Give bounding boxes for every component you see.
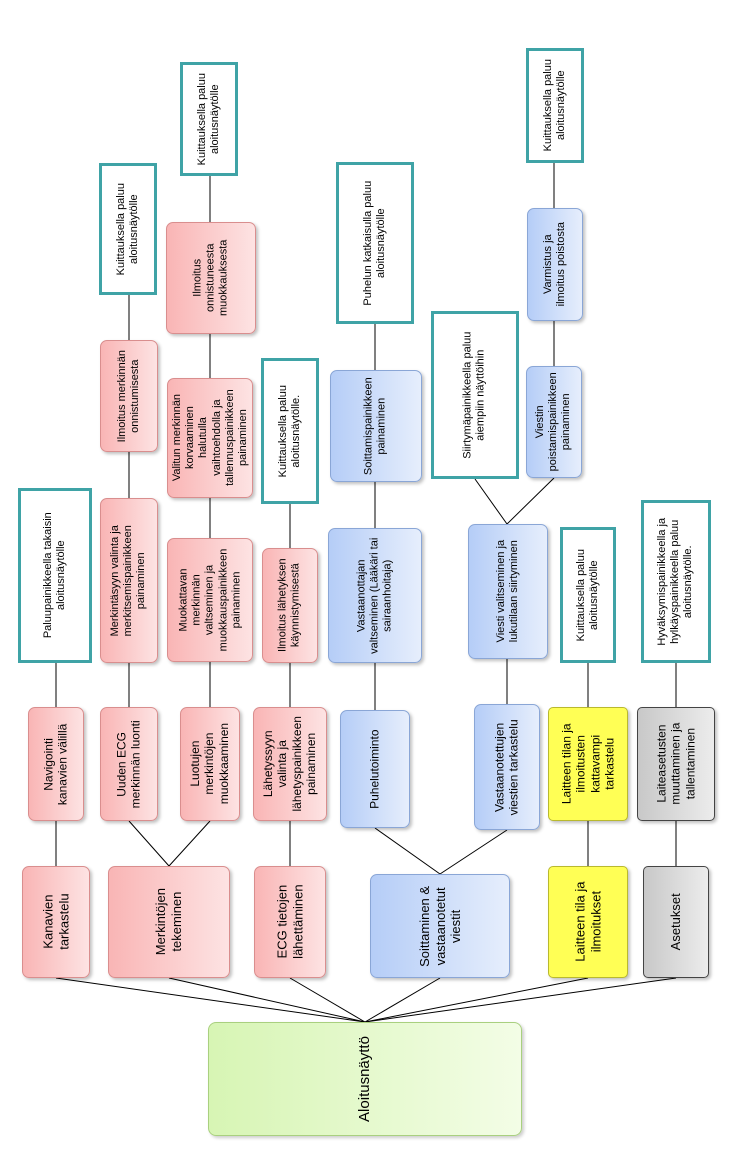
connector-line [364, 977, 589, 1023]
connector-line [374, 827, 441, 875]
root-node: Aloitusnäyttö [208, 1022, 522, 1136]
node-puhelutoiminto: Puhelutoiminto [340, 710, 410, 828]
connector-line [168, 977, 366, 1023]
connector-line [439, 829, 508, 875]
connector-line [364, 977, 441, 1023]
node-asetukset: Asetukset [643, 866, 709, 978]
root-label: Aloitusnäyttö [355, 1036, 373, 1122]
connector-line [289, 977, 366, 1023]
connector-line [55, 977, 366, 1023]
connector-line [128, 820, 170, 867]
connector-line [364, 977, 677, 1023]
connector-line [506, 477, 555, 525]
connector-line [474, 478, 508, 525]
node-label: Asetukset [668, 893, 684, 951]
node-label: Puhelutoiminto [367, 729, 382, 809]
connector-line [168, 820, 211, 867]
